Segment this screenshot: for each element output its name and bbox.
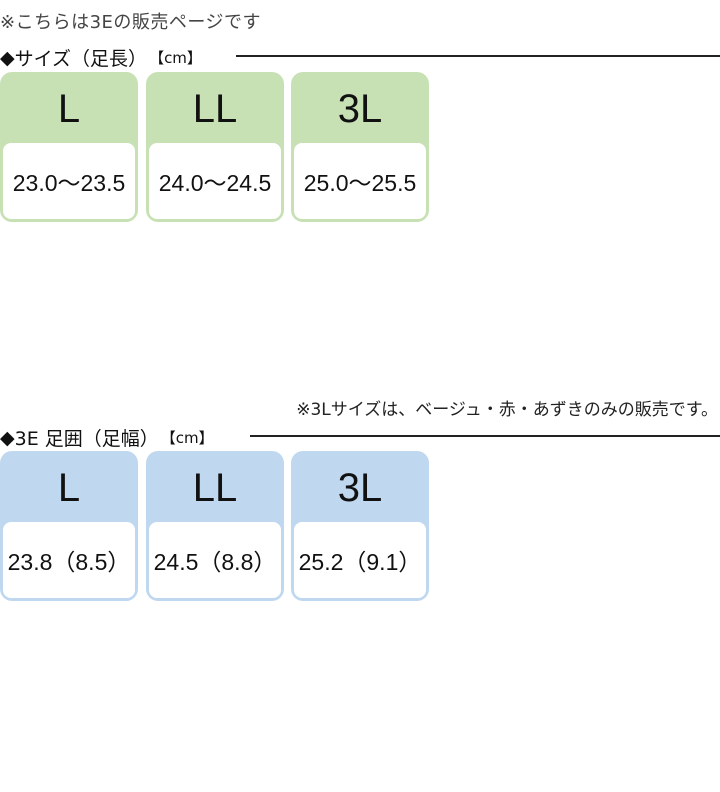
size-card-length-l: L 23.0〜23.5	[0, 72, 138, 222]
length-section-title: ◆ サイズ（足長） 【cm】	[0, 44, 202, 71]
size-card-length-3l: 3L 25.0〜25.5	[291, 72, 429, 222]
size-value: 25.0〜25.5	[294, 143, 426, 219]
size-card-width-l: L 23.8（8.5）	[0, 451, 138, 601]
size-card-width-ll: LL 24.5（8.8）	[146, 451, 284, 601]
size-label: L	[57, 86, 81, 131]
size-card-width-3l: 3L 25.2（9.1）	[291, 451, 429, 601]
sales-page-note: ※こちらは3Eの販売ページです	[0, 12, 262, 33]
size-label: LL	[192, 465, 238, 510]
availability-note: ※3Lサイズは、ベージュ・赤・あずきのみの販売です。	[296, 400, 718, 420]
diamond-icon: ◆	[0, 426, 15, 449]
length-title-text: サイズ（足長）	[14, 48, 148, 70]
length-unit: 【cm】	[149, 49, 202, 67]
size-value: 23.0〜23.5	[3, 143, 135, 219]
size-card-length-ll: LL 24.0〜24.5	[146, 72, 284, 222]
size-value: 23.8（8.5）	[3, 522, 135, 598]
section-divider	[236, 55, 720, 57]
section-divider	[250, 435, 720, 437]
size-label: 3L	[337, 86, 383, 131]
width-title-text: 3E 足囲（足幅）	[14, 428, 159, 450]
width-section-title: ◆ 3E 足囲（足幅） 【cm】	[0, 424, 214, 451]
size-value: 25.2（9.1）	[294, 522, 426, 598]
width-unit: 【cm】	[160, 429, 214, 447]
size-value: 24.0〜24.5	[149, 143, 281, 219]
diamond-icon: ◆	[0, 46, 15, 69]
size-value: 24.5（8.8）	[149, 522, 281, 598]
size-label: L	[57, 465, 81, 510]
size-label: LL	[192, 86, 238, 131]
size-label: 3L	[337, 465, 383, 510]
